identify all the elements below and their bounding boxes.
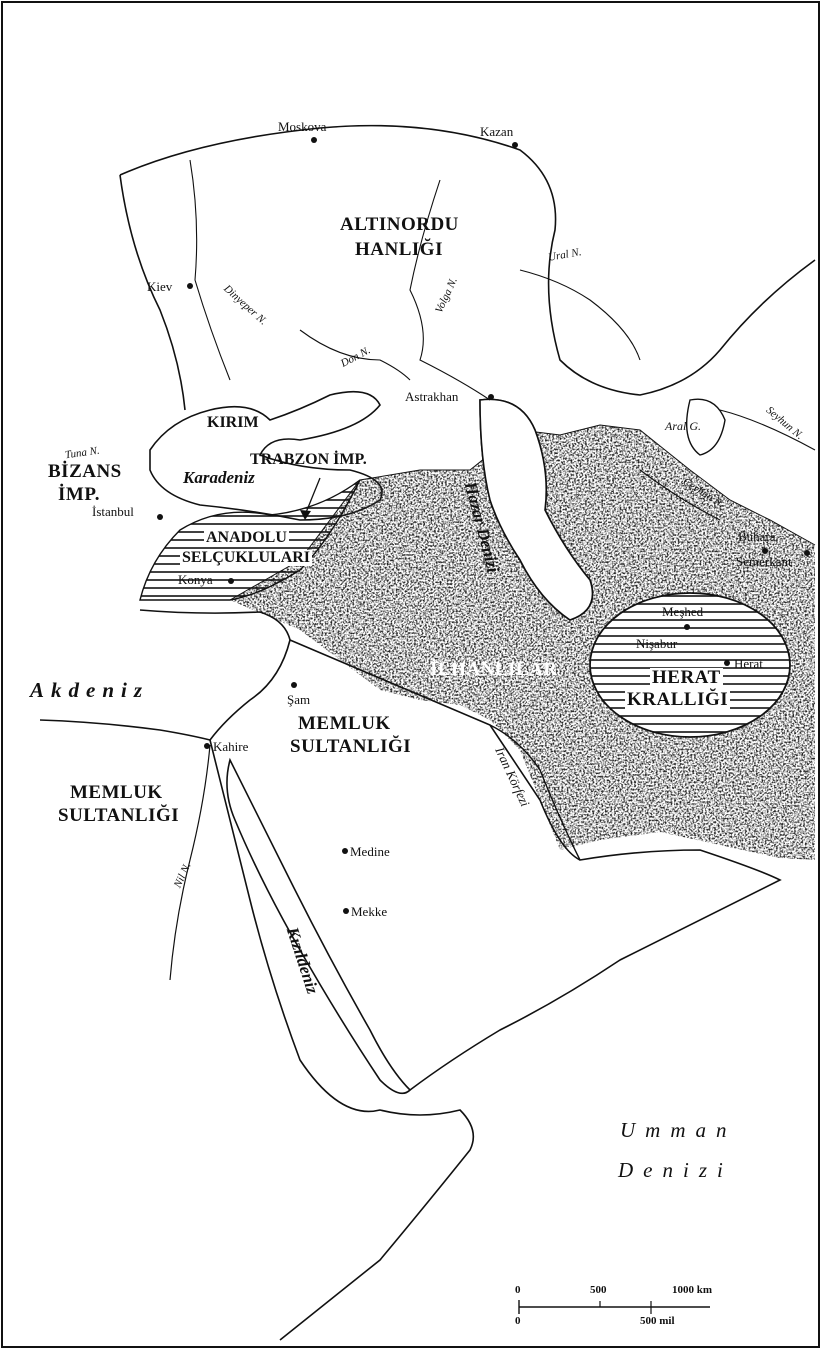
city-marker — [512, 142, 518, 148]
region-bizans-line1: BİZANS — [48, 461, 122, 482]
dinyeper-river — [189, 159, 231, 381]
city-marker — [684, 624, 690, 630]
region-kirim: KIRIM — [207, 414, 259, 431]
trabzon-arrow — [304, 477, 321, 516]
city-moskova: Moskova — [278, 119, 327, 134]
region-memluk-east-line1: MEMLUK — [298, 713, 391, 734]
city-marker — [724, 660, 730, 666]
ural-river — [519, 269, 641, 361]
sea-umman-line1: Umman — [620, 1118, 737, 1142]
volga-river — [409, 179, 491, 401]
city-marker — [488, 394, 494, 400]
sea-umman-line2: Denizi — [618, 1158, 733, 1182]
city-marker — [804, 550, 810, 556]
nile-river — [169, 744, 211, 981]
city-marker — [343, 908, 349, 914]
sea-karadeniz: Karadeniz — [183, 468, 255, 487]
levant-coast — [139, 609, 291, 741]
scale-bar — [518, 1300, 710, 1314]
city-marker — [204, 743, 210, 749]
region-memluk-east-line2: SULTANLIĞI — [290, 736, 412, 757]
city-marker — [228, 578, 234, 584]
altinordu-boundary-west — [119, 174, 186, 411]
region-trabzon: TRABZON İMP. — [250, 451, 367, 468]
city-marker — [342, 848, 348, 854]
city-sam: Şam — [287, 692, 311, 707]
ceyhun-river — [639, 469, 721, 521]
region-memluk-west-line1: MEMLUK — [70, 782, 163, 803]
region-ilhanlilar: İLHANLILAR — [430, 659, 558, 680]
city-semerkant: Semerkant — [736, 554, 792, 569]
region-herat-line1: HERAT — [650, 667, 723, 688]
region-altinordu-line1: ALTINORDU — [340, 214, 459, 235]
city-meshed: Meşhed — [662, 604, 704, 619]
city-marker — [311, 137, 317, 143]
africa-coast — [209, 739, 475, 1341]
city-marker — [762, 548, 768, 554]
scale-km-1000: 1000 km — [672, 1284, 713, 1296]
region-memluk-west-line2: SULTANLIĞI — [58, 805, 180, 826]
region-altinordu-line2: HANLIĞI — [355, 239, 443, 260]
city-marker — [291, 682, 297, 688]
region-anadolu-line1: ANADOLU — [204, 529, 289, 546]
region-anadolu-line2: SELÇUKLULARI — [180, 549, 313, 566]
region-bizans-line2: İMP. — [58, 484, 100, 505]
arabia-coast — [289, 639, 782, 1091]
scale-mi-500: 500 mil — [640, 1315, 675, 1327]
altinordu-boundary — [119, 124, 816, 396]
city-mekke: Mekke — [351, 904, 388, 919]
scale-km-0: 0 — [515, 1284, 521, 1296]
don-river — [299, 329, 411, 381]
persian-gulf — [489, 724, 581, 861]
city-herat: Herat — [734, 656, 763, 671]
region-herat-line2: KRALLIĞI — [625, 689, 731, 710]
scale-mi-0: 0 — [515, 1315, 521, 1327]
seyhun-river — [719, 409, 816, 451]
city-nisabur: Nişabur — [636, 636, 678, 651]
aral-sea — [686, 398, 726, 456]
city-istanbul: İstanbul — [92, 504, 134, 519]
sea-akdeniz: Akdeniz — [30, 678, 150, 702]
city-kazan: Kazan — [480, 124, 514, 139]
city-buhara: Buhara — [738, 529, 776, 544]
city-konya: Konya — [178, 572, 213, 587]
city-kahire: Kahire — [213, 739, 249, 754]
sea-aral: Aral G. — [665, 419, 701, 433]
city-marker — [187, 283, 193, 289]
scale-km-500: 500 — [590, 1284, 607, 1296]
city-kiev: Kiev — [147, 279, 173, 294]
city-marker — [157, 514, 163, 520]
city-medine: Medine — [350, 844, 390, 859]
red-sea — [226, 757, 412, 1095]
north-africa-coast — [39, 719, 211, 741]
city-astrakhan: Astrakhan — [405, 389, 459, 404]
